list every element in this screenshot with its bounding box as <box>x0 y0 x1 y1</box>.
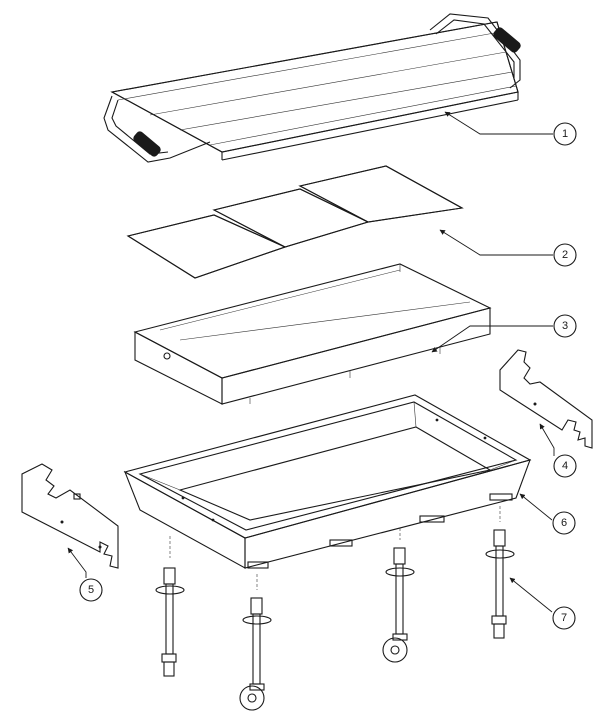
callout-3: 3 <box>553 314 577 338</box>
callout-2: 2 <box>553 243 577 267</box>
drip-pan <box>133 263 492 405</box>
main-tub-body <box>123 394 532 569</box>
leader-lines <box>67 111 555 613</box>
callout-3-label: 3 <box>562 320 568 332</box>
callout-5: 5 <box>79 578 103 602</box>
callout-6: 6 <box>552 511 576 535</box>
right-grate-bracket <box>499 349 593 449</box>
leg-front-left <box>155 536 185 677</box>
callout-6-label: 6 <box>561 517 567 529</box>
callout-7: 7 <box>552 606 576 630</box>
callout-1: 1 <box>553 122 577 146</box>
callout-2-label: 2 <box>562 249 568 261</box>
leg-rear-right <box>485 506 515 639</box>
callout-1-label: 1 <box>562 128 568 140</box>
callout-7-label: 7 <box>561 612 567 624</box>
callout-4-label: 4 <box>562 460 568 472</box>
leg-rear-left-caster <box>382 528 415 663</box>
callout-5-label: 5 <box>88 584 94 596</box>
mesh-grate-sections <box>126 165 464 279</box>
left-grate-bracket <box>21 463 119 569</box>
wire-grate-with-handles <box>103 13 521 163</box>
callout-4: 4 <box>553 454 577 478</box>
leg-front-right-caster <box>239 574 272 711</box>
